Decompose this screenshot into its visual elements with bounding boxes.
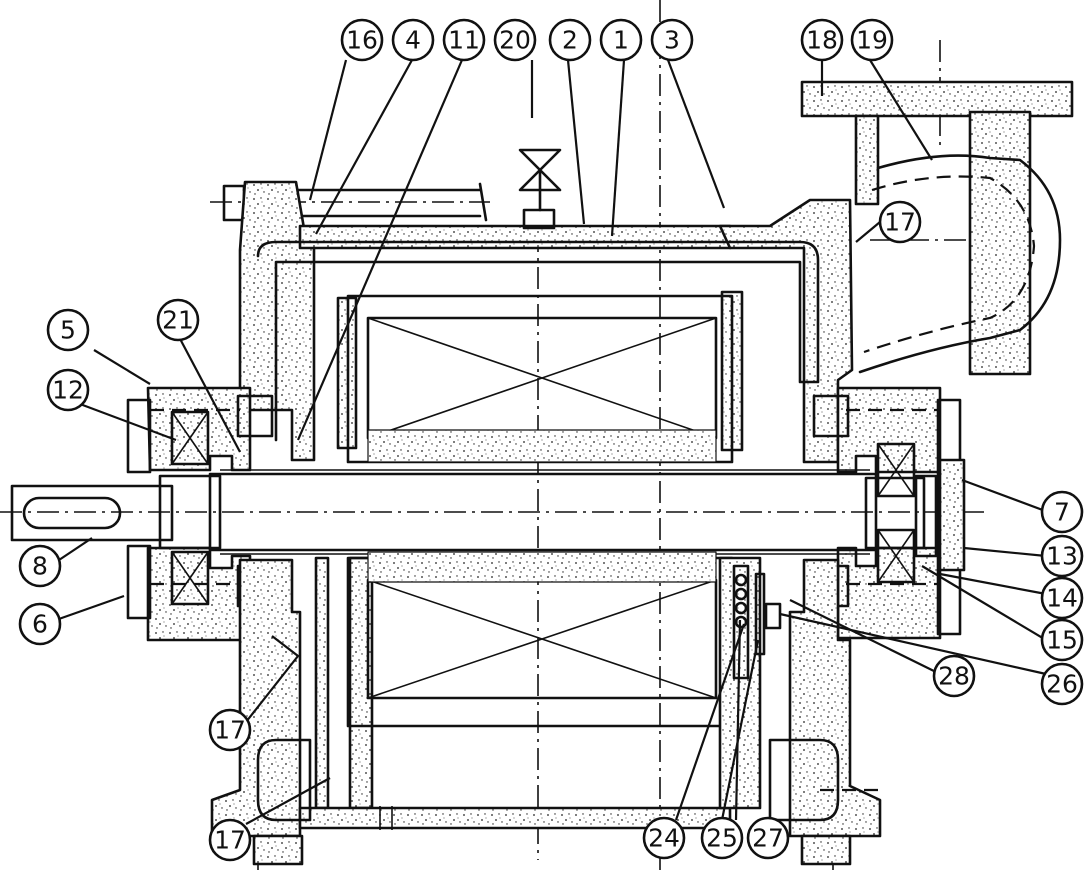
svg-text:6: 6 (32, 610, 48, 639)
callout-1: 1 (599, 18, 643, 62)
callout-7: 7 (1040, 490, 1084, 534)
svg-text:1: 1 (613, 26, 629, 55)
top-valve (518, 148, 562, 230)
callout-15: 15 (1040, 618, 1084, 662)
svg-text:17: 17 (214, 716, 246, 745)
callout-18: 18 (800, 18, 844, 62)
callout-12: 12 (46, 368, 90, 412)
callout-20: 20 (493, 18, 537, 62)
callout-6: 6 (18, 602, 62, 646)
callout-24: 24 (642, 816, 686, 860)
shaft (10, 469, 926, 555)
valve-assembly (732, 564, 782, 680)
callout-8: 8 (18, 544, 62, 588)
callout-26: 26 (1040, 662, 1084, 706)
callout-14: 14 (1040, 576, 1084, 620)
svg-text:3: 3 (664, 26, 680, 55)
svg-text:14: 14 (1046, 584, 1078, 613)
svg-text:11: 11 (448, 26, 480, 55)
upper-casing (238, 180, 854, 464)
callout-28: 28 (932, 654, 976, 698)
svg-text:20: 20 (499, 26, 531, 55)
lower-casing (210, 551, 882, 866)
callout-2: 2 (548, 18, 592, 62)
callout-19: 19 (850, 18, 894, 62)
svg-text:2: 2 (562, 26, 578, 55)
leader-lines (55, 59, 1049, 825)
callout-5: 5 (46, 308, 90, 352)
callout-17-mid: 17 (208, 708, 252, 752)
callout-13: 13 (1040, 534, 1084, 578)
callouts: 16 4 11 20 2 1 3 18 19 17 5 21 12 7 13 1… (18, 18, 1084, 862)
callout-25: 25 (700, 816, 744, 860)
callout-17-top: 17 (878, 200, 922, 244)
svg-text:15: 15 (1046, 626, 1078, 655)
svg-text:5: 5 (60, 316, 76, 345)
discharge-elbow (800, 80, 1074, 376)
svg-text:25: 25 (706, 824, 738, 853)
svg-text:27: 27 (752, 824, 784, 853)
bearing-housing-left (126, 386, 274, 642)
svg-text:24: 24 (648, 824, 680, 853)
callout-4: 4 (391, 18, 435, 62)
bearing-housing-right (812, 386, 966, 640)
svg-text:16: 16 (346, 26, 378, 55)
callout-3: 3 (650, 18, 694, 62)
svg-text:28: 28 (938, 662, 970, 691)
callout-11: 11 (442, 18, 486, 62)
callout-17-bottom: 17 (208, 818, 252, 862)
callout-16: 16 (340, 18, 384, 62)
svg-text:26: 26 (1046, 670, 1078, 699)
svg-text:8: 8 (32, 552, 48, 581)
impeller-rotor (346, 294, 734, 464)
svg-text:17: 17 (884, 208, 916, 237)
svg-text:13: 13 (1046, 542, 1078, 571)
svg-text:7: 7 (1054, 498, 1070, 527)
callout-21: 21 (156, 298, 200, 342)
svg-text:17: 17 (214, 826, 246, 855)
svg-text:18: 18 (806, 26, 838, 55)
svg-text:12: 12 (52, 376, 84, 405)
svg-text:21: 21 (162, 306, 194, 335)
svg-text:4: 4 (405, 26, 421, 55)
callout-27: 27 (746, 816, 790, 860)
svg-text:19: 19 (856, 26, 888, 55)
